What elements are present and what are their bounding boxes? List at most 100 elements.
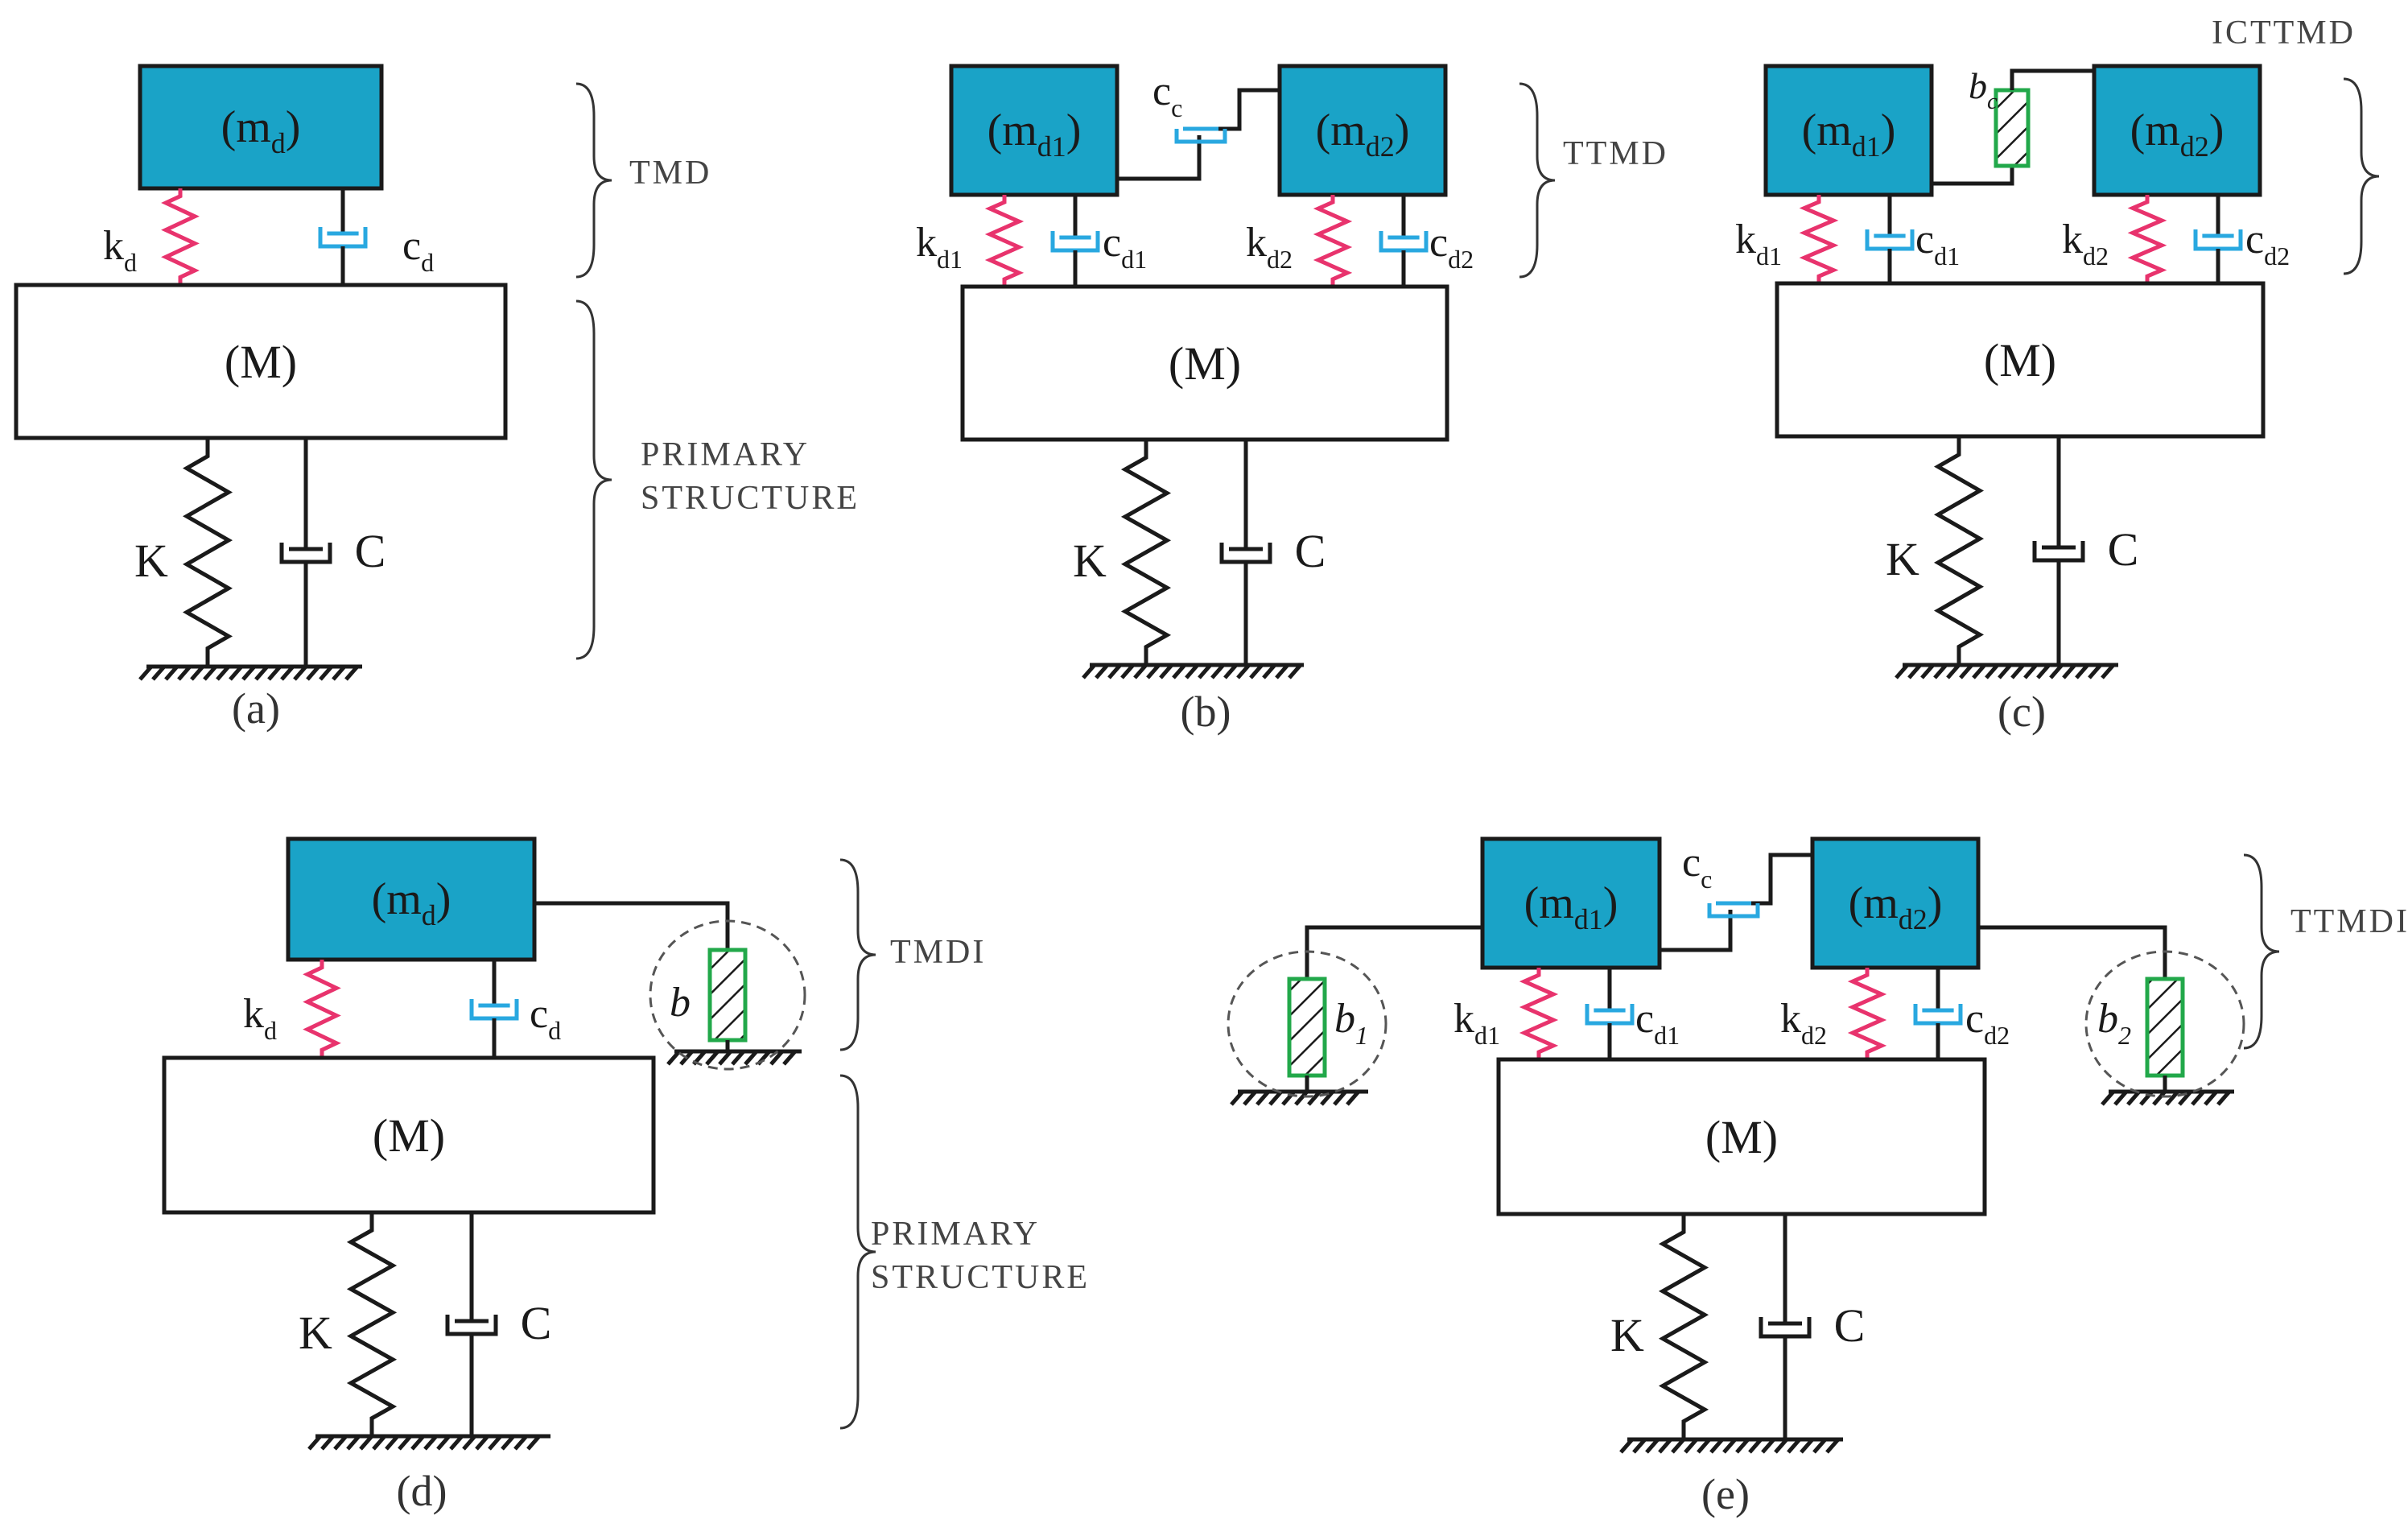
mass-label: (md2) <box>1316 105 1410 163</box>
ground-tick <box>2113 1090 2128 1106</box>
ground-tick <box>293 665 307 681</box>
ground-tick <box>344 665 359 681</box>
brace-label: ICTTMD <box>2212 14 2356 52</box>
damper-spring <box>1847 968 1887 1059</box>
ground-tick <box>307 1435 322 1451</box>
damper-spring <box>1519 968 1559 1059</box>
mass-subscript: d2 <box>1899 903 1928 935</box>
ground-tick <box>1256 1090 1270 1106</box>
inerter-body <box>2145 977 2185 1078</box>
brace <box>839 1074 876 1430</box>
coupling-damping-label-base: c <box>1682 840 1701 886</box>
coupling-damping-label: cc <box>1152 68 1182 122</box>
damper-spring <box>2127 195 2167 283</box>
paren-open: ( <box>221 102 237 152</box>
damper-stiffness-label: kd2 <box>1246 220 1293 274</box>
ground-tick <box>320 1435 335 1451</box>
ground-tick <box>216 665 230 681</box>
mass-symbol: m <box>2145 105 2180 155</box>
mass-subscript: d <box>422 899 436 931</box>
ground-tick <box>2075 663 2089 679</box>
brace <box>2243 853 2280 1050</box>
ground-tick <box>436 1435 451 1451</box>
ground-tick <box>1658 1438 1672 1454</box>
inertance-label-left-base: b <box>1334 996 1355 1042</box>
inerter-highlight-ring <box>2084 950 2245 1098</box>
ground-tick <box>280 665 295 681</box>
primary-stiffness-label: K <box>299 1307 332 1359</box>
paren-open: ( <box>988 105 1003 155</box>
damper-damping-label-sub: d1 <box>1654 1021 1680 1050</box>
damper-stiffness-label-base: k <box>1780 996 1801 1042</box>
ground-tick <box>1223 663 1238 679</box>
ground-tick <box>501 1435 515 1451</box>
ground-tick <box>2178 1090 2192 1106</box>
ground-tick <box>332 665 346 681</box>
damper-stiffness-label-sub: d1 <box>937 245 963 274</box>
ground-tick <box>1722 1438 1737 1454</box>
damper-dashpot <box>469 960 519 1058</box>
ground-tick <box>1895 663 1909 679</box>
brace-label-line: STRUCTURE <box>871 1259 1090 1296</box>
main-mass-label: (M) <box>373 1109 445 1162</box>
brace <box>575 82 612 279</box>
ground-tick <box>1198 663 1212 679</box>
ground-tick <box>2101 663 2115 679</box>
damper-stiffness-label: kd1 <box>1453 996 1500 1050</box>
primary-dashpot <box>445 1212 498 1436</box>
damper-stiffness-label-sub: d2 <box>1801 1021 1827 1050</box>
ground-tick <box>526 1435 541 1451</box>
damper-stiffness-label-sub: d1 <box>1756 242 1782 270</box>
inertance-label: b <box>670 980 691 1026</box>
paren-open: ( <box>1316 105 1331 155</box>
ground-tick <box>346 1435 361 1451</box>
brace-label: TTMDI <box>2290 903 2408 940</box>
ground-tick <box>410 1435 425 1451</box>
ground-tick <box>1774 1438 1788 1454</box>
primary-spring <box>1658 1214 1709 1439</box>
ground-tick <box>229 665 243 681</box>
paren-open: ( <box>1849 878 1864 928</box>
damper-stiffness-label-sub: d <box>124 248 137 277</box>
ground-tick <box>1333 1090 1347 1106</box>
damper-mass-box <box>1277 64 1448 197</box>
ground-hatch <box>666 1049 802 1066</box>
paren-close: ) <box>436 874 452 924</box>
primary-dashpot <box>1219 440 1272 665</box>
brace-label-line: PRIMARY <box>871 1216 1040 1253</box>
ground-tick <box>782 1050 797 1066</box>
ground-tick <box>1671 1438 1685 1454</box>
inerter-left <box>1287 963 1327 1092</box>
main-mass-box <box>1775 281 2266 439</box>
ground-tick <box>190 665 204 681</box>
inerter-highlight-ring <box>1227 950 1387 1098</box>
inerter-wire <box>1305 925 1482 963</box>
ground-tick <box>1709 1438 1724 1454</box>
primary-stiffness-label: K <box>1886 533 1919 585</box>
ground-tick <box>1825 1438 1840 1454</box>
paren-close: ) <box>1603 878 1618 928</box>
ground-tick <box>731 1050 745 1066</box>
ground-hatch <box>1230 1089 1368 1106</box>
ground-tick <box>1275 663 1289 679</box>
primary-stiffness-label: K <box>1073 535 1107 587</box>
inerter-right <box>2145 963 2185 1092</box>
ground-hatch <box>307 1434 550 1451</box>
ground-tick <box>1236 663 1251 679</box>
damper-damping-label-sub: d <box>421 248 434 277</box>
paren-close: ) <box>1066 105 1082 155</box>
damper-damping-label: cd1 <box>1635 996 1680 1050</box>
main-mass-label: (M) <box>1705 1111 1778 1163</box>
ground-tick <box>203 665 217 681</box>
damper-damping-label-base: c <box>1965 996 1984 1042</box>
ground-tick <box>1787 1438 1801 1454</box>
ground-tick <box>1998 663 2012 679</box>
brace <box>839 858 876 1051</box>
ground-tick <box>1230 1090 1244 1106</box>
main-mass-box <box>14 283 508 440</box>
brace <box>575 299 612 660</box>
primary-stiffness-label: K <box>1610 1309 1644 1361</box>
ground-tick <box>241 665 256 681</box>
paren-close: ) <box>286 102 301 152</box>
damper-stiffness-label: kd <box>103 223 137 277</box>
